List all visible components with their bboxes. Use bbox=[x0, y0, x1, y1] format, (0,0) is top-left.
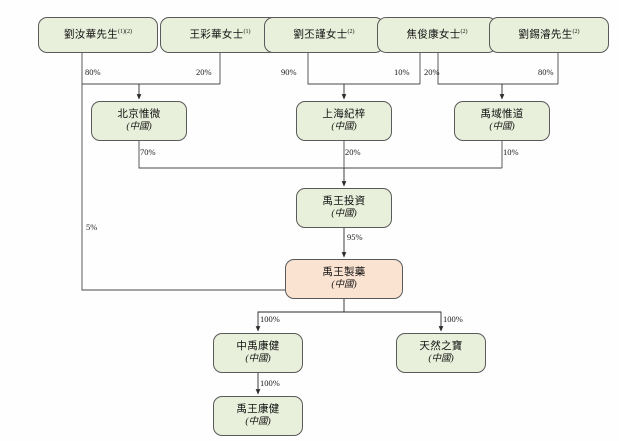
line-jiao-to-yuyu bbox=[437, 53, 558, 85]
node-liu-ruhua-label: 劉汝華先生(1)(2) bbox=[64, 28, 132, 41]
node-liu-xijun[interactable]: 劉錫濬先生(2) bbox=[489, 17, 609, 53]
node-yuwang-touzi-label: 禹王投資 bbox=[322, 195, 366, 207]
percent-label-wangcaihua-beijing: 20% bbox=[196, 67, 212, 77]
percent-label-beijing-touzi: 70% bbox=[140, 147, 156, 157]
percent-label-liuruhua-beijing: 80% bbox=[85, 67, 101, 77]
node-yuyu-weidao[interactable]: 禹域惟道 (中國) bbox=[454, 101, 550, 141]
percent-label-zhongyu-yuwangkj: 100% bbox=[260, 378, 280, 388]
node-liu-pijin-footnote: (2) bbox=[347, 28, 355, 35]
node-zhongyu-kangjian-label: 中禹康健 bbox=[236, 340, 280, 352]
node-zhongyu-kangjian-country: (中國) bbox=[245, 354, 271, 365]
node-liu-ruhua-footnote: (1)(2) bbox=[118, 28, 132, 35]
node-shanghai-jizi-label: 上海紀梓 bbox=[322, 108, 366, 120]
node-yuyu-weidao-country: (中國) bbox=[489, 122, 515, 133]
percent-label-liupijin-shanghai: 90% bbox=[281, 67, 297, 77]
percent-label-jiao-shanghai: 10% bbox=[394, 67, 410, 77]
node-liu-ruhua[interactable]: 劉汝華先生(1)(2) bbox=[38, 17, 158, 53]
percent-label-beijing-zhiyao: 5% bbox=[86, 222, 98, 232]
line-liupijin-to-shanghai bbox=[307, 53, 420, 85]
node-zhongyu-kangjian[interactable]: 中禹康健 (中國) bbox=[213, 333, 303, 373]
node-yuwang-zhiyao-country: (中國) bbox=[331, 280, 357, 291]
percent-label-shanghai-touzi: 20% bbox=[345, 147, 361, 157]
node-tianran-zhibao[interactable]: 天然之寶 (中國) bbox=[396, 333, 486, 373]
percent-label-zhiyao-zhongyu: 100% bbox=[260, 314, 280, 324]
node-yuwang-touzi[interactable]: 禹王投資 (中國) bbox=[296, 188, 392, 228]
node-jiao-junkang-footnote: (2) bbox=[460, 28, 468, 35]
line-beijing-to-touzi bbox=[138, 141, 502, 169]
node-shanghai-jizi-country: (中國) bbox=[331, 122, 357, 133]
node-wang-caihua-label: 王彩華女士(1) bbox=[189, 28, 251, 41]
percent-label-liuxijun-yuyu: 80% bbox=[538, 67, 554, 77]
line-beijing-5pct-to-zhiyao bbox=[81, 84, 344, 291]
percent-label-touzi-zhiyao: 95% bbox=[347, 232, 363, 242]
node-yuwang-kangjian-country: (中國) bbox=[245, 417, 271, 428]
node-tianran-zhibao-label: 天然之寶 bbox=[419, 340, 463, 352]
node-yuwang-zhiyao[interactable]: 禹王製藥 (中國) bbox=[285, 259, 403, 299]
percent-label-zhiyao-tianran: 100% bbox=[443, 314, 463, 324]
node-wang-caihua-footnote: (1) bbox=[243, 28, 251, 35]
node-yuwang-kangjian-label: 禹王康健 bbox=[236, 403, 280, 415]
percent-label-jiao-yuyu: 20% bbox=[424, 67, 440, 77]
node-yuwang-kangjian[interactable]: 禹王康健 (中國) bbox=[213, 396, 303, 436]
node-jiao-junkang-label: 焦俊康女士(2) bbox=[406, 28, 468, 41]
node-liu-pijin[interactable]: 劉丕謹女士(2) bbox=[264, 17, 384, 53]
node-beijing-weiwei[interactable]: 北京惟微 (中國) bbox=[91, 101, 187, 141]
percent-label-yuyu-touzi: 10% bbox=[503, 147, 519, 157]
node-beijing-weiwei-label: 北京惟微 bbox=[117, 108, 161, 120]
node-liu-pijin-label: 劉丕謹女士(2) bbox=[293, 28, 355, 41]
node-yuyu-weidao-label: 禹域惟道 bbox=[480, 108, 524, 120]
node-liu-xijun-footnote: (2) bbox=[572, 28, 580, 35]
node-liu-xijun-label: 劉錫濬先生(2) bbox=[518, 28, 580, 41]
node-jiao-junkang[interactable]: 焦俊康女士(2) bbox=[377, 17, 497, 53]
node-yuwang-zhiyao-label: 禹王製藥 bbox=[322, 266, 366, 278]
node-tianran-zhibao-country: (中國) bbox=[428, 354, 454, 365]
node-yuwang-touzi-country: (中國) bbox=[331, 209, 357, 220]
node-wang-caihua[interactable]: 王彩華女士(1) bbox=[160, 17, 280, 53]
node-beijing-weiwei-country: (中國) bbox=[126, 122, 152, 133]
arrow-into-zhongyu-kangjian bbox=[255, 299, 345, 332]
node-shanghai-jizi[interactable]: 上海紀梓 (中國) bbox=[296, 101, 392, 141]
arrow-into-tianran-zhibao bbox=[344, 311, 444, 332]
